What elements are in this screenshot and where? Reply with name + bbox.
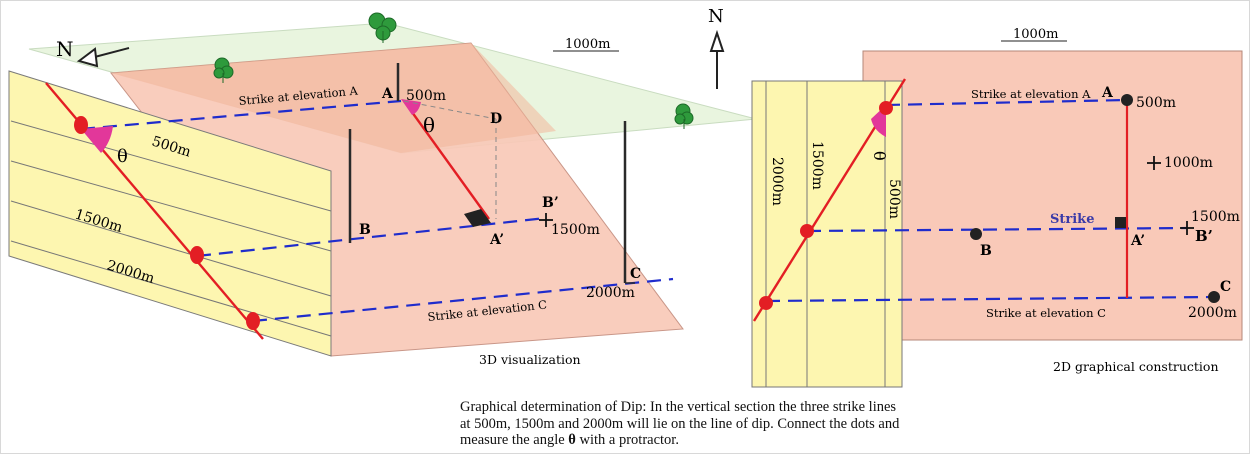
scale-bar-3d-label: 1000m bbox=[565, 37, 610, 52]
tree-icon bbox=[368, 12, 397, 43]
c2d-point-b-prime: B’ bbox=[1195, 227, 1213, 245]
north-label-2d: N bbox=[708, 6, 724, 27]
c2d-point-c-elev: 2000m bbox=[1188, 305, 1237, 321]
map-cross-b-prime bbox=[1180, 221, 1194, 235]
c2d-section-500: 500m bbox=[886, 179, 902, 219]
caption-line-1: Graphical determination of Dip: In the v… bbox=[460, 399, 897, 415]
intersection-dot bbox=[800, 224, 814, 238]
viz3d-title: 3D visualization bbox=[479, 352, 581, 367]
c2d-section-1500: 1500m bbox=[809, 141, 825, 190]
viz3d-point-d: D bbox=[490, 111, 502, 127]
viz3d-theta-section: θ bbox=[117, 146, 128, 167]
viz3d-point-a-prime: A’ bbox=[489, 232, 504, 248]
scale-bar-2d-label: 1000m bbox=[1013, 27, 1058, 42]
caption-line-3-post: with a protractor. bbox=[575, 432, 679, 448]
viz3d-point-a: A bbox=[381, 86, 394, 102]
b-prime-cross bbox=[539, 213, 553, 227]
c2d-strike-a-label: Strike at elevation A bbox=[971, 87, 1091, 101]
c2d-elev-1500: 1500m bbox=[1191, 209, 1240, 225]
north-arrowhead-3d bbox=[76, 47, 99, 68]
section-bedding-lines bbox=[10, 120, 332, 337]
north-label-3d: N bbox=[56, 37, 74, 61]
c2d-title: 2D graphical construction bbox=[1053, 359, 1219, 374]
dip-angle-marker bbox=[81, 126, 113, 153]
c2d-strike-label: Strike bbox=[1050, 212, 1094, 227]
c2d-point-c: C bbox=[1220, 279, 1231, 295]
strike-line-2d-a bbox=[885, 98, 1128, 107]
construction2d-group: N 1000m bbox=[708, 6, 1243, 388]
viz3d-group: N Strike at elevation A Strike at elevat… bbox=[8, 12, 757, 367]
caption: Graphical determination of Dip: In the v… bbox=[460, 399, 980, 449]
strike-line-2d-c bbox=[765, 295, 1214, 303]
c2d-section-2000: 2000m bbox=[769, 157, 785, 206]
caption-line-2: at 500m, 1500m and 2000m will lie on the… bbox=[460, 415, 900, 432]
map-cross-1000 bbox=[1147, 156, 1161, 170]
tree-icon bbox=[674, 103, 694, 129]
map-point-b bbox=[970, 228, 982, 240]
c2d-strike-c-label: Strike at elevation C bbox=[986, 306, 1106, 320]
intersection-dot bbox=[246, 312, 260, 330]
c2d-point-a: A bbox=[1101, 85, 1114, 101]
intersection-dot bbox=[759, 296, 773, 310]
viz3d-point-b-prime: B’ bbox=[542, 195, 559, 211]
map-plane bbox=[862, 50, 1243, 341]
intersection-dot bbox=[879, 101, 893, 115]
strike-line-c bbox=[252, 277, 674, 323]
caption-line-3-pre: measure the angle bbox=[460, 432, 569, 448]
map-point-a-prime-marker bbox=[1115, 217, 1126, 228]
strike-line-b bbox=[196, 216, 547, 258]
c2d-point-a-elev: 500m bbox=[1136, 95, 1176, 111]
strike-line-a bbox=[80, 99, 402, 131]
map-point-a bbox=[1121, 94, 1133, 106]
right-angle-marker bbox=[464, 209, 491, 227]
vertical-section bbox=[8, 70, 332, 357]
c2d-point-b: B bbox=[980, 243, 992, 259]
viz3d-point-b-prime-elev: 1500m bbox=[551, 222, 600, 238]
map-point-c bbox=[1208, 291, 1220, 303]
north-arrowhead-2d bbox=[709, 29, 725, 52]
viz3d-point-c-elev: 2000m bbox=[586, 285, 635, 301]
viz3d-theta-plane: θ bbox=[423, 113, 435, 137]
caption-theta: θ bbox=[568, 432, 576, 448]
c2d-elev-1000: 1000m bbox=[1164, 155, 1213, 171]
dip-line-plane bbox=[403, 100, 490, 220]
projection-lines bbox=[403, 100, 497, 219]
viz3d-point-b: B bbox=[359, 222, 371, 238]
intersection-dot bbox=[74, 116, 88, 134]
c2d-theta-section: θ bbox=[870, 151, 889, 161]
strike-line-2d-b bbox=[806, 226, 1188, 233]
intersection-dot bbox=[190, 246, 204, 264]
viz3d-point-c: C bbox=[630, 266, 641, 282]
tree-icon bbox=[213, 57, 234, 83]
c2d-point-a-prime: A’ bbox=[1130, 233, 1145, 249]
caption-line-3: measure the angle θ with a protractor. bbox=[460, 432, 980, 449]
section-panel bbox=[751, 80, 903, 388]
viz3d-point-a-elev: 500m bbox=[406, 88, 446, 104]
